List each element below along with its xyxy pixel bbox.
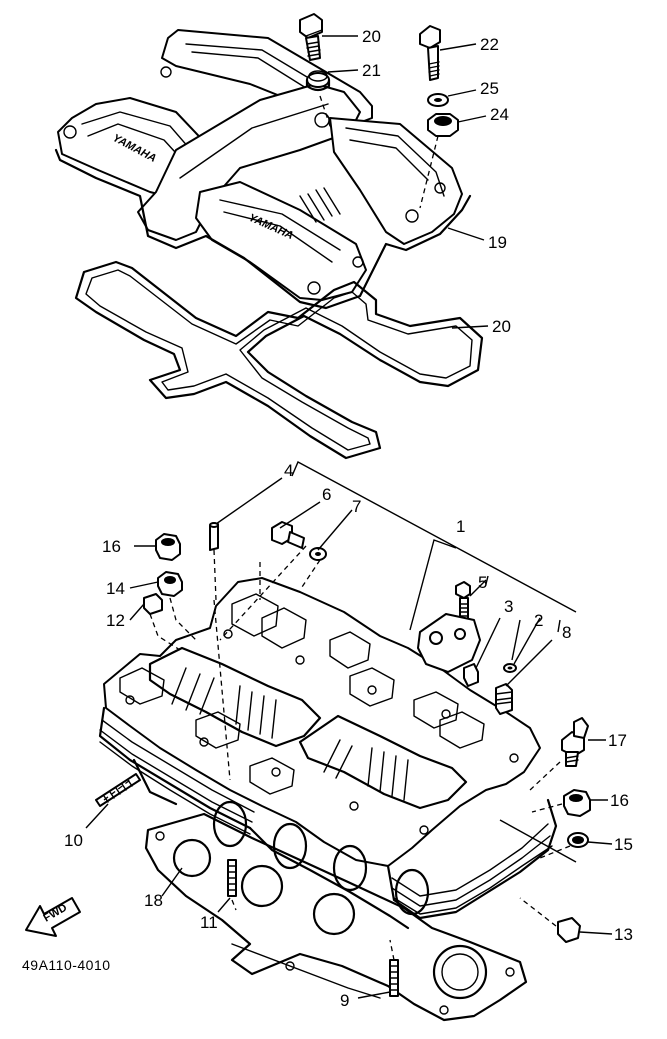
callout-13: 13 — [614, 925, 633, 944]
callout-8: 8 — [562, 623, 571, 642]
callout-16-lower: 16 — [610, 791, 629, 810]
cover-washer-22 — [305, 70, 331, 92]
callout-1: 1 — [456, 517, 465, 536]
callout-15: 15 — [614, 835, 633, 854]
callout-22: 21 — [362, 61, 381, 80]
dowel-pin-4 — [209, 522, 219, 551]
cylinder-head-gasket — [144, 812, 528, 1022]
spark-plug-17 — [561, 717, 589, 767]
callout-19: 19 — [488, 233, 507, 252]
callout-12: 12 — [106, 611, 125, 630]
fwd-arrow-icon: FWD — [25, 897, 81, 937]
callout-17: 17 — [608, 731, 627, 750]
callout-24: 24 — [490, 105, 509, 124]
callout-18: 18 — [144, 891, 163, 910]
callout-9: 9 — [340, 991, 349, 1010]
callout-6: 6 — [322, 485, 331, 504]
callout-25: 25 — [480, 79, 499, 98]
callout-2: 2 — [534, 611, 543, 630]
bolt-6 — [271, 521, 305, 549]
nut-16-lower — [563, 789, 591, 817]
callout-10: 10 — [64, 831, 83, 850]
callout-3: 3 — [504, 597, 513, 616]
callout-14: 14 — [106, 579, 125, 598]
washer-7 — [309, 547, 327, 561]
cover-nut-24 — [427, 113, 459, 137]
nut-14 — [157, 571, 183, 597]
drawing-code: 49A110-4010 — [22, 957, 111, 973]
nut-16-upper — [155, 533, 181, 561]
callout-7: 7 — [352, 497, 361, 516]
callout-16-upper: 16 — [102, 537, 121, 556]
cylinder-head — [98, 577, 558, 930]
bracket-holder — [417, 613, 481, 673]
callout-21: 20 — [362, 27, 381, 46]
stud-10 — [95, 773, 141, 807]
plug-8 — [495, 683, 513, 715]
cap-12 — [143, 593, 163, 615]
washer-15 — [567, 832, 589, 848]
callout-4: 4 — [284, 461, 293, 480]
cover-gasket — [74, 260, 484, 460]
callout-11: 11 — [200, 913, 218, 932]
cylinder-head-cover: YAMAHA YAMAHA — [54, 29, 472, 310]
cover-bolt-21 — [299, 13, 323, 61]
cover-bolt-23 — [419, 25, 441, 81]
cover-washer-25 — [427, 93, 449, 107]
stud-9 — [389, 959, 399, 997]
callout-20: 20 — [492, 317, 511, 336]
cap-13 — [557, 917, 581, 943]
cap-3 — [463, 663, 479, 687]
o-ring-2 — [503, 663, 517, 673]
callout-5: 5 — [478, 573, 487, 592]
callout-23: 22 — [480, 35, 499, 54]
stud-11 — [227, 859, 237, 897]
